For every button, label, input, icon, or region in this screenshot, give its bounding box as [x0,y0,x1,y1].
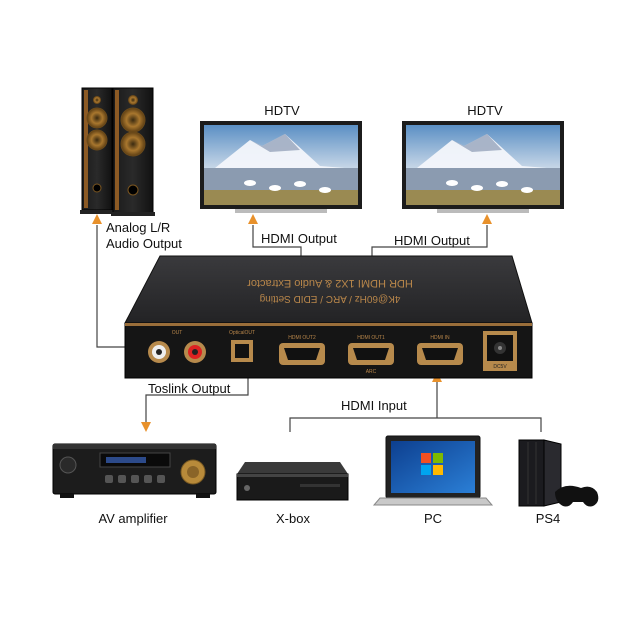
label-hdtv-left: HDTV [264,103,300,118]
ps4-device [518,439,599,507]
arrow-to-tv-right [482,214,492,224]
port-power-label: DC5V [493,364,507,370]
arrow-to-amplifier [141,422,151,432]
label-xbox: X-box [276,511,310,526]
device-model-text: HDR HDMI 1X2 & Audio Extractor [247,277,413,289]
port-hdmi-out1-label: HDMI OUT1 [357,335,385,341]
label-hdmi-output-right: HDMI Output [394,233,470,248]
label-hdmi-output-left: HDMI Output [261,231,337,246]
speaker-left [80,87,114,214]
label-hdtv-right: HDTV [467,103,503,118]
label-analog-audio: Analog L/R Audio Output [106,220,182,252]
speaker-right [111,87,155,216]
device-feature-text: 4K@60Hz / ARC / EDID Setting [260,293,401,304]
arrow-to-speakers [92,214,102,224]
arrow-to-tv-left [248,214,258,224]
label-toslink-output: Toslink Output [148,381,231,396]
tv-right [402,121,564,213]
port-hdmi-out2-label: HDMI OUT2 [288,335,316,341]
port-hdmi-in-label: HDMI IN [430,335,450,341]
xbox-device [236,462,349,501]
label-ps4: PS4 [535,511,561,526]
splitter-device: HDR HDMI 1X2 & Audio Extractor 4K@60Hz /… [124,255,533,379]
label-analog-line1: Analog L/R [106,220,171,235]
pc-laptop-device [372,435,494,506]
label-hdmi-input: HDMI Input [341,398,407,413]
connection-lines [96,225,542,432]
port-out-label: OUT [172,330,183,336]
av-amplifier-device [52,443,217,498]
label-pc: PC [423,511,443,526]
tv-left [200,121,362,213]
label-analog-line2: Audio Output [106,236,182,251]
label-av-amplifier: AV amplifier [98,511,168,526]
port-optical-label: OpticalOUT [229,330,255,336]
port-arc-label: ARC [366,369,377,375]
